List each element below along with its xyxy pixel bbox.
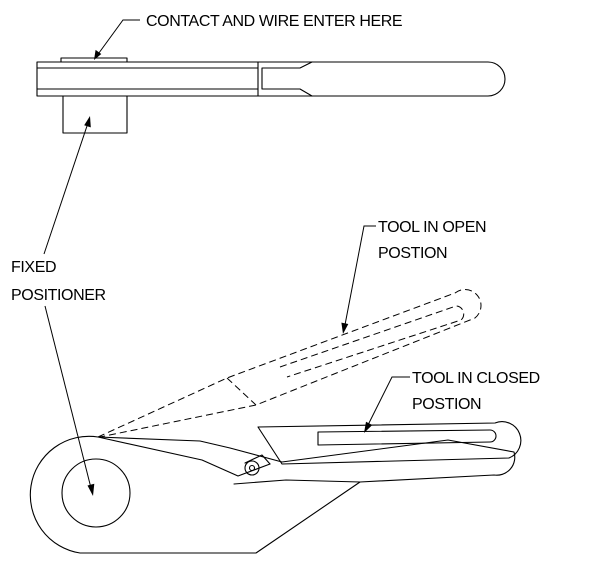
pivot-pin-inner	[248, 464, 256, 472]
tool-closed-position	[29, 421, 522, 554]
lower-jaw-inner-line	[233, 479, 361, 485]
contact-entry-label: CONTACT AND WIRE ENTER HERE	[146, 13, 402, 30]
tool-closed-label-line2: POSTION	[412, 396, 481, 413]
pivot-pin-outer	[244, 460, 260, 476]
tool-top-view	[36, 57, 506, 134]
tool-closed-label-line1: TOOL IN CLOSED	[412, 370, 540, 387]
closed-handle-slot	[317, 429, 497, 446]
callout-contact-entry: CONTACT AND WIRE ENTER HERE	[94, 13, 403, 60]
contact-entry-arrowhead	[94, 49, 102, 60]
fixed-positioner-circle	[61, 458, 131, 528]
callout-tool-closed: TOOL IN CLOSED POSTION	[364, 370, 540, 433]
tool-open-leader	[343, 225, 376, 331]
tool-closed-leader	[365, 376, 410, 430]
open-handle-joint	[226, 377, 257, 406]
tool-head-body	[29, 435, 516, 554]
fixed-positioner-label-line1: FIXED	[11, 259, 56, 276]
open-handle-slot	[279, 305, 465, 378]
top-view-bar	[36, 61, 506, 97]
callout-tool-open: TOOL IN OPEN POSTION	[341, 219, 487, 334]
open-handle-outline	[97, 289, 482, 438]
fixed-positioner-arrowhead-up	[84, 116, 91, 128]
pivot-link	[244, 454, 271, 465]
closed-handle	[257, 421, 522, 465]
tool-closed-arrowhead	[364, 421, 373, 433]
upper-jaw-edge	[97, 436, 271, 477]
tool-open-arrowhead	[341, 322, 349, 334]
fixed-positioner-label-line2: POSITIONER	[11, 287, 106, 304]
tool-open-label-line1: TOOL IN OPEN	[378, 219, 486, 236]
fixed-positioner-block	[62, 95, 128, 134]
tool-open-position	[97, 289, 482, 438]
fixed-positioner-arrowhead-down	[87, 483, 95, 496]
tool-open-label-line2: POSTION	[378, 245, 447, 262]
fixed-positioner-leader-up	[43, 119, 90, 255]
contact-entry-leader	[95, 19, 140, 58]
fixed-positioner-leader-down	[44, 305, 93, 493]
top-view-handle-slot	[261, 61, 313, 97]
callout-fixed-positioner: FIXED POSITIONER	[11, 116, 106, 496]
